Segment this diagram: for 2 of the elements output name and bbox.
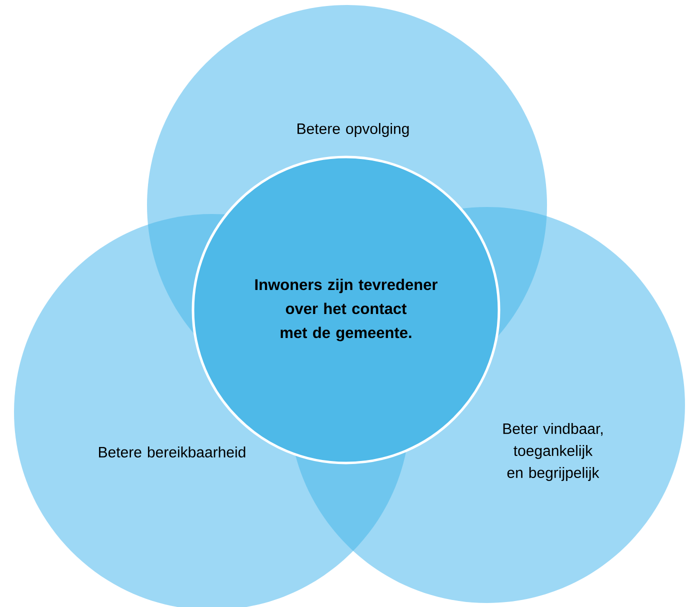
circle-label: Beter vindbaar, toegankelijk en begrijpelijk <box>503 423 603 481</box>
circle-label: Betere opvolging <box>298 123 409 137</box>
